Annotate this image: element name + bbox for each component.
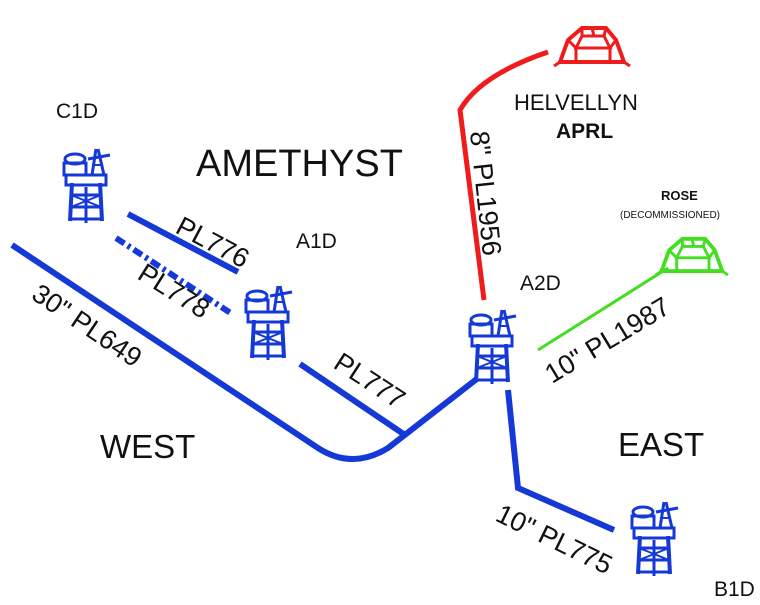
platform-label-b1d: B1D bbox=[714, 578, 755, 601]
field-label-helvellyn: HELVELLYN bbox=[514, 90, 638, 115]
area-label-east: EAST bbox=[618, 426, 704, 463]
pipeline-pl1987 bbox=[537, 266, 669, 352]
platform-b1d-icon bbox=[630, 500, 680, 578]
field-label-helvellyn-sub: APRL bbox=[556, 120, 613, 143]
rose-subsea-icon bbox=[653, 236, 730, 277]
pipeline-pl1956 bbox=[457, 49, 549, 301]
pipeline-pl776 bbox=[126, 211, 240, 275]
field-label-rose-sub: (DECOMMISSIONED) bbox=[620, 210, 720, 221]
pipeline-label-pl1956: 8" PL1956 bbox=[464, 129, 507, 257]
platform-a1d-icon bbox=[244, 284, 294, 362]
platform-label-a2d: A2D bbox=[520, 272, 561, 295]
platform-label-c1d: C1D bbox=[56, 100, 98, 123]
field-label-rose: ROSE bbox=[661, 188, 698, 203]
platform-c1d-icon bbox=[62, 147, 112, 225]
pipeline-pl778 bbox=[114, 235, 234, 317]
pipeline-pl649 bbox=[10, 242, 480, 462]
pipeline-pl777 bbox=[298, 361, 407, 438]
pipeline-label-pl777: PL777 bbox=[329, 347, 411, 415]
area-label-west: WEST bbox=[100, 428, 195, 465]
platform-a2d-icon bbox=[468, 308, 518, 386]
pipeline-label-pl776: PL776 bbox=[171, 211, 254, 274]
platform-label-a1d: A1D bbox=[296, 230, 337, 253]
pipeline-label-pl778: PL778 bbox=[133, 258, 215, 325]
pipelines-group bbox=[10, 49, 669, 533]
pipeline-pl775 bbox=[505, 389, 616, 533]
pipeline-label-pl775: 10" PL775 bbox=[491, 498, 617, 580]
helvellyn-subsea-icon bbox=[552, 26, 632, 68]
area-label-amethyst: AMETHYST bbox=[196, 143, 403, 185]
